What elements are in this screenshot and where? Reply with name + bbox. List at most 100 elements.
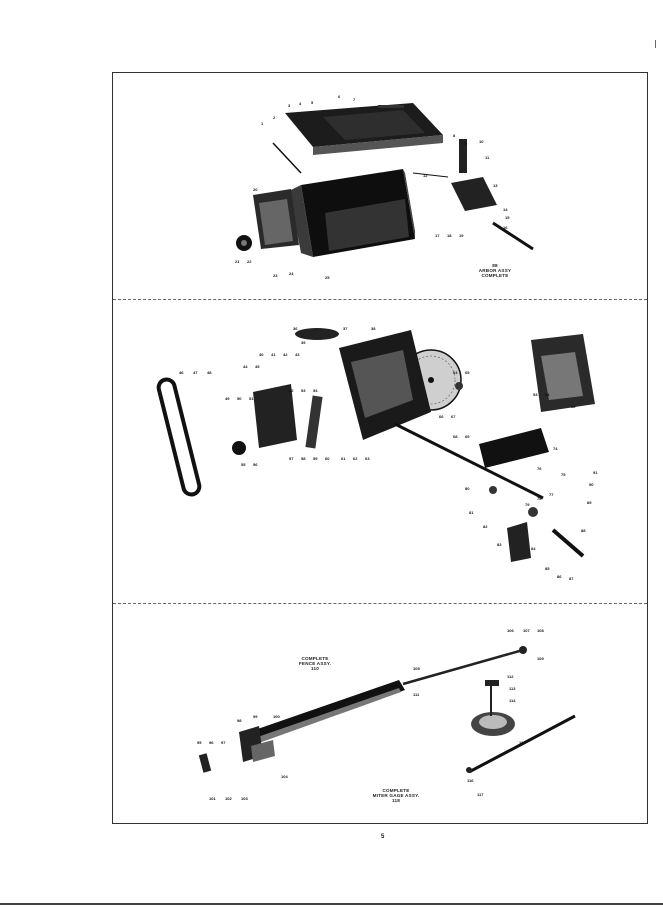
- svg-text:78: 78: [537, 496, 542, 501]
- svg-text:67: 67: [451, 414, 456, 419]
- tilt-arm: [305, 395, 323, 449]
- svg-text:48: 48: [207, 370, 212, 375]
- svg-text:92: 92: [571, 404, 576, 409]
- svg-text:23: 23: [273, 273, 278, 278]
- blade-guard: [295, 328, 339, 340]
- svg-text:8: 8: [453, 133, 456, 138]
- svg-text:40: 40: [259, 352, 264, 357]
- arbor-assembly-panel: 36 37 38 39 40 41 42 43 44 45 46 47 48 4…: [113, 299, 647, 603]
- svg-text:106: 106: [507, 628, 514, 633]
- svg-text:80: 80: [465, 486, 470, 491]
- svg-text:91: 91: [593, 470, 598, 475]
- svg-text:85: 85: [545, 566, 550, 571]
- drive-belt: [156, 377, 202, 497]
- svg-text:93: 93: [533, 392, 538, 397]
- svg-text:17: 17: [435, 233, 440, 238]
- svg-text:57: 57: [289, 456, 294, 461]
- svg-text:59: 59: [313, 456, 318, 461]
- svg-text:46: 46: [179, 370, 184, 375]
- guard-plate: [507, 522, 531, 562]
- svg-text:16: 16: [503, 225, 508, 230]
- svg-text:115: 115: [519, 740, 526, 745]
- miter-label-name: MITER GAGE ASSY.: [372, 793, 420, 798]
- svg-text:108: 108: [537, 628, 544, 633]
- svg-text:55: 55: [241, 462, 246, 467]
- svg-text:100: 100: [273, 714, 280, 719]
- miter-knob: [485, 680, 499, 686]
- top-callouts: 1 2 3 4 5 6 7 8 9 10 11 12 13 14 15 16 1…: [235, 94, 510, 280]
- svg-text:38: 38: [371, 326, 376, 331]
- svg-text:11: 11: [485, 155, 490, 160]
- arbor-assembly-label: 88 ARBOR ASSY COMPLETE: [465, 263, 525, 278]
- svg-text:53: 53: [301, 388, 306, 393]
- support-post: [459, 139, 467, 173]
- svg-text:88: 88: [581, 528, 586, 533]
- svg-text:87: 87: [569, 576, 574, 581]
- svg-text:22: 22: [247, 259, 252, 264]
- arbor-label-number: 88: [492, 263, 498, 268]
- svg-text:7: 7: [353, 97, 356, 102]
- svg-text:94: 94: [545, 392, 550, 397]
- tilt-bracket: [479, 428, 549, 468]
- svg-text:50: 50: [237, 396, 242, 401]
- fence-miter-panel: 95 96 97 98 99 100 101 102 103 104 105 1…: [113, 603, 647, 823]
- svg-text:75: 75: [561, 472, 566, 477]
- miter-assembly-label: COMPLETE MITER GAGE ASSY. 118: [361, 788, 431, 803]
- svg-text:74: 74: [553, 446, 558, 451]
- svg-text:56: 56: [253, 462, 258, 467]
- svg-text:68: 68: [453, 434, 458, 439]
- svg-text:112: 112: [507, 674, 514, 679]
- svg-text:90: 90: [589, 482, 594, 487]
- svg-text:117: 117: [477, 792, 484, 797]
- svg-text:71: 71: [493, 444, 498, 449]
- svg-text:58: 58: [301, 456, 306, 461]
- svg-text:6: 6: [338, 94, 341, 99]
- svg-text:44: 44: [243, 364, 248, 369]
- svg-text:5: 5: [311, 100, 314, 105]
- svg-text:84: 84: [531, 546, 536, 551]
- svg-text:76: 76: [537, 466, 542, 471]
- svg-text:96: 96: [209, 740, 214, 745]
- svg-text:111: 111: [413, 692, 420, 697]
- svg-text:105: 105: [413, 666, 420, 671]
- scan-bottom-line: [0, 903, 663, 905]
- svg-text:69: 69: [465, 434, 470, 439]
- svg-text:25: 25: [325, 275, 330, 280]
- motor-mount: [451, 177, 497, 211]
- fence-miter-drawing: 95 96 97 98 99 100 101 102 103 104 105 1…: [197, 628, 576, 801]
- fence-label-number: 110: [310, 666, 319, 671]
- svg-text:86: 86: [557, 574, 562, 579]
- svg-text:42: 42: [283, 352, 288, 357]
- bottom-callouts: 95 96 97 98 99 100 101 102 103 104 105 1…: [197, 628, 544, 801]
- adjust-screw: [551, 528, 585, 558]
- parts-diagram-sheet: 1 2 3 4 5 6 7 8 9 10 11 12 13 14 15 16 1…: [112, 72, 648, 824]
- svg-text:10: 10: [479, 139, 484, 144]
- svg-text:41: 41: [271, 352, 276, 357]
- shaft-rod: [492, 221, 534, 251]
- fence-assembly-label: COMPLETE FENCE ASSY. 110: [285, 656, 345, 671]
- svg-text:70: 70: [481, 446, 486, 451]
- fence-label-complete: COMPLETE: [301, 656, 329, 661]
- svg-text:62: 62: [353, 456, 358, 461]
- svg-text:37: 37: [343, 326, 348, 331]
- svg-text:18: 18: [447, 233, 452, 238]
- svg-text:43: 43: [295, 352, 300, 357]
- svg-text:63: 63: [365, 456, 370, 461]
- page-number: 5: [381, 834, 385, 840]
- svg-text:97: 97: [221, 740, 226, 745]
- middle-callouts: 36 37 38 39 40 41 42 43 44 45 46 47 48 4…: [179, 326, 598, 581]
- guide-rail: [402, 648, 524, 686]
- svg-text:82: 82: [483, 524, 488, 529]
- arbor-assembly-drawing: 36 37 38 39 40 41 42 43 44 45 46 47 48 4…: [156, 326, 598, 581]
- svg-text:89: 89: [587, 500, 592, 505]
- svg-text:95: 95: [197, 740, 202, 745]
- svg-text:39: 39: [301, 340, 306, 345]
- miter-label-complete: COMPLETE: [382, 788, 410, 793]
- svg-text:13: 13: [493, 183, 498, 188]
- svg-text:104: 104: [281, 774, 288, 779]
- svg-text:79: 79: [525, 502, 530, 507]
- fence-label-name: FENCE ASSY.: [298, 661, 332, 666]
- svg-text:14: 14: [503, 207, 508, 212]
- pulley: [232, 441, 246, 455]
- svg-text:114: 114: [509, 698, 516, 703]
